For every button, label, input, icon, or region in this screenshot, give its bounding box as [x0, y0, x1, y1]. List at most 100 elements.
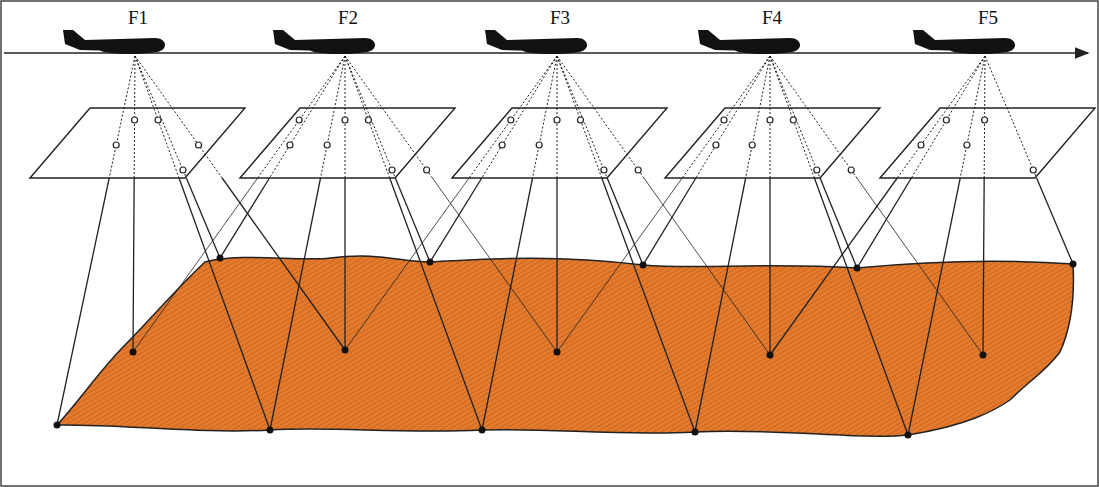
ray-dotted: [897, 56, 985, 178]
image-frame: [665, 108, 880, 178]
image-point: [767, 117, 773, 123]
aircraft-wing: [310, 46, 370, 54]
image-point: [577, 117, 583, 123]
image-point: [287, 142, 293, 148]
image-frame: [30, 108, 245, 178]
ground-point: [130, 349, 137, 356]
ray-dotted: [109, 56, 135, 178]
ground-point: [217, 255, 224, 262]
aircraft-wing: [522, 46, 582, 54]
aircraft-wing: [735, 46, 795, 54]
ground-point: [54, 422, 61, 429]
ray-solid: [390, 178, 482, 430]
ray-dotted: [770, 56, 820, 178]
ray-dotted: [682, 56, 770, 178]
image-point: [1030, 167, 1036, 173]
ray-dotted: [345, 56, 395, 178]
image-point: [848, 167, 854, 173]
ray-dotted: [135, 56, 222, 178]
image-point: [943, 117, 949, 123]
ray-solid: [133, 178, 134, 352]
image-point: [132, 117, 138, 123]
image-point: [536, 142, 542, 148]
ground-point: [1070, 261, 1077, 268]
image-point: [324, 142, 330, 148]
ground-point: [692, 429, 699, 436]
ray-dotted: [533, 56, 557, 178]
ray-dotted: [482, 56, 557, 178]
image-point: [424, 167, 430, 173]
ray-solid: [482, 178, 533, 430]
image-point: [296, 117, 302, 123]
aircraft: [485, 30, 587, 54]
image-point: [196, 142, 202, 148]
image-point: [499, 142, 505, 148]
aircraft-wing: [100, 46, 160, 54]
ray-dotted: [770, 56, 857, 178]
image-point: [389, 167, 395, 173]
aircraft: [913, 30, 1015, 54]
ground-point: [267, 427, 274, 434]
ray-solid: [983, 178, 984, 355]
ground-point: [554, 349, 561, 356]
ground-point: [854, 265, 861, 272]
ray-solid: [430, 178, 482, 262]
image-point: [918, 142, 924, 148]
ray-solid: [1037, 178, 1073, 264]
ray-solid: [345, 178, 469, 350]
ground-point: [980, 352, 987, 359]
ray-dotted: [696, 56, 770, 178]
ground-point: [427, 259, 434, 266]
image-point: [721, 117, 727, 123]
aircraft-wing: [950, 46, 1010, 54]
ray-solid: [857, 178, 983, 355]
ray-solid: [222, 178, 345, 350]
ray-dotted: [985, 56, 1037, 178]
ground-point: [905, 432, 912, 439]
terrain: [57, 256, 1073, 436]
ground-point: [342, 347, 349, 354]
ray-solid: [695, 178, 746, 432]
ray-solid: [395, 178, 430, 262]
image-frame: [240, 108, 455, 178]
aircraft: [698, 30, 800, 54]
ray-dotted: [770, 56, 814, 178]
image-point: [790, 117, 796, 123]
ray-solid: [814, 178, 908, 435]
image-point: [365, 117, 371, 123]
image-point: [749, 142, 755, 148]
ray-solid: [432, 178, 557, 352]
ray-solid: [556, 178, 557, 352]
image-point: [964, 142, 970, 148]
station-label: F3: [550, 8, 570, 27]
image-point: [554, 117, 560, 123]
image-point: [982, 117, 988, 123]
ray-solid: [908, 178, 960, 435]
ground-point: [767, 352, 774, 359]
image-point: [342, 117, 348, 123]
ray-dotted: [557, 56, 644, 178]
image-point: [814, 167, 820, 173]
ray-solid: [769, 178, 770, 355]
ray-solid: [133, 178, 258, 352]
ray-solid: [770, 178, 897, 355]
ray-dotted: [960, 56, 985, 178]
image-point: [635, 167, 641, 173]
ray-dotted: [469, 56, 557, 178]
image-point: [508, 117, 514, 123]
ray-solid: [270, 178, 321, 430]
ray-dotted: [557, 56, 607, 178]
image-point: [713, 142, 719, 148]
aircraft: [63, 30, 165, 54]
ray-dotted: [557, 56, 602, 178]
station-label: F5: [978, 8, 998, 27]
image-frame: [880, 108, 1095, 178]
image-point: [180, 167, 186, 173]
ray-dotted: [270, 56, 345, 178]
image-point: [155, 117, 161, 123]
ray-solid: [220, 178, 270, 258]
ray-dotted: [746, 56, 770, 178]
station-label: F4: [762, 8, 782, 27]
station-label: F1: [128, 8, 148, 27]
